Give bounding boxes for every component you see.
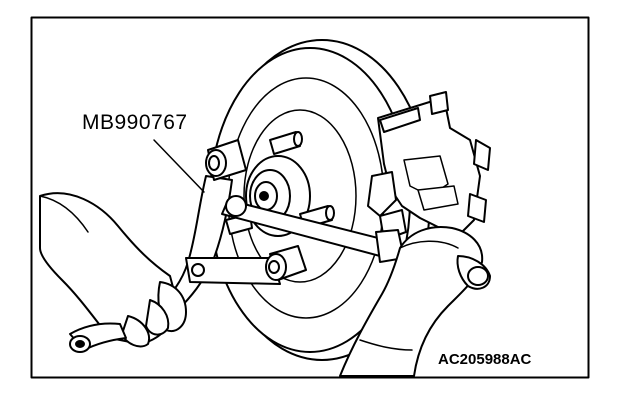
flange-holder-tool <box>159 139 307 313</box>
callout-leader-line <box>153 139 205 193</box>
tool-callout-label: MB990767 <box>82 111 188 134</box>
wheel-studs <box>225 131 335 235</box>
left-hand <box>39 192 187 353</box>
figure-frame <box>30 16 590 379</box>
breaker-bar <box>221 195 405 263</box>
brake-caliper <box>367 91 491 241</box>
figure-code-label: AC205988AC <box>438 351 532 368</box>
right-hand <box>339 226 491 377</box>
